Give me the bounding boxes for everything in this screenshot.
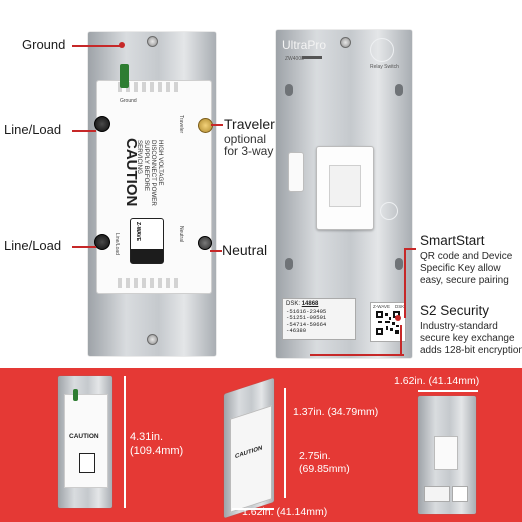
dsk-label: DSK: 14868 -51616-23405 -51251-09591 -54… [282, 298, 356, 340]
rear-bottom-right-slot [395, 258, 403, 270]
dim-ground-wire [73, 389, 78, 401]
depth-dimension: 1.37in. (34.79mm) [293, 406, 379, 418]
ground-leader-dot [119, 42, 125, 48]
relay-switch-text: Relay Switch [370, 64, 399, 70]
neutral-terminal [198, 236, 212, 250]
dsk-key-line: -46380 [286, 327, 307, 335]
side-width-dimension-line [232, 508, 274, 510]
line-load-bottom-leader [72, 246, 96, 248]
front-bottom-mount-screw [147, 334, 158, 345]
line-load-top-leader [72, 130, 96, 132]
smartstart-leader-vertical [404, 248, 406, 318]
dsk-key-line: -51616-23405 [286, 308, 327, 315]
model-number: ZW4008 [285, 56, 304, 62]
plus-logo-word: PLUS [149, 223, 155, 240]
zwave-plus-bar [131, 249, 163, 263]
front-top-mount-screw [147, 36, 158, 47]
dsk-prefix: DSK: [286, 301, 301, 307]
smartstart-leader-horizontal [404, 248, 416, 250]
front-line-load-text: Line/Load [114, 233, 120, 255]
dim-front-housing: CAUTION [64, 389, 108, 488]
rear-top-screw [340, 37, 351, 48]
rear-top-right-slot [395, 84, 403, 96]
ul-listed-icon [370, 38, 394, 62]
label-traveler: Traveler [224, 116, 275, 132]
rear-width-dimension-line [418, 390, 478, 392]
width-front-dimension: 1.62in. (41.14mm) [242, 506, 328, 518]
s2-leader-vertical [400, 325, 402, 355]
dim-side-caution: CAUTION [235, 445, 263, 461]
s2-desc-line: adds 128-bit encryption [420, 345, 522, 356]
zwave-logo-word: Z-WAVE [135, 222, 141, 242]
s2-leader-horizontal [310, 354, 404, 356]
line-load-terminal-bottom [94, 234, 110, 250]
dim-rear-paddle [434, 436, 458, 470]
ul-recognized-icon [380, 202, 398, 220]
warning-line: HIGH VOLTAGE [157, 140, 164, 186]
paddle-rocker [316, 146, 374, 230]
smartstart-title: SmartStart [420, 233, 485, 248]
neutral-leader [210, 250, 222, 252]
dim-rear-dsk-label [424, 486, 450, 502]
zwave-tag: Z-WAVE [373, 304, 390, 309]
front-traveler-text: Traveler [178, 115, 184, 134]
front-neutral-text: Neutral [178, 226, 184, 243]
air-gap-switch [288, 152, 304, 192]
dsk-key-line: -51251-09591 [286, 314, 327, 322]
traveler-leader [211, 124, 223, 126]
dsk-first-group: 14868 [301, 301, 319, 307]
front-top-vents [118, 82, 182, 92]
smartstart-description: QR code and Device Specific Key allow ea… [420, 251, 512, 287]
depth-dimension-line [284, 388, 286, 498]
warning-line: DISCONNECT POWER [150, 140, 157, 206]
s2-security-description: Industry-standard secure key exchange ad… [420, 321, 522, 357]
label-line-load-bottom: Line/Load [4, 238, 62, 253]
body-height-dimension: 2.75in. (69.85mm) [299, 450, 350, 475]
dsk-key-lines: -51616-23405 -51251-09591 -54714-59664 -… [286, 308, 327, 335]
width-rear-dimension: 1.62in. (41.14mm) [394, 375, 480, 387]
dsk-tag: DSK [395, 304, 405, 309]
traveler-terminal [198, 118, 213, 133]
line-load-terminal-top [94, 116, 110, 132]
front-bottom-vents [118, 278, 182, 288]
dimensions-banner: CAUTION 4.31in. (109.4mm) CAUTION 1.37in… [0, 368, 522, 522]
label-line-load-top: Line/Load [4, 122, 62, 137]
s2-desc-line: Industry-standard [420, 321, 498, 332]
ground-leader [72, 45, 120, 47]
height-dimension-line [124, 376, 126, 508]
ground-wire [120, 64, 129, 88]
led-strip [302, 56, 322, 59]
caution-warning-text: HIGH VOLTAGE DISCONNECT POWER SUPPLY BEF… [136, 140, 164, 206]
front-ground-text: Ground [120, 98, 137, 104]
warning-line: SERVICING [136, 140, 143, 174]
rear-top-left-slot [285, 84, 293, 96]
s2-desc-line: secure key exchange [420, 333, 515, 344]
dsk-first-line: DSK: 14868 [286, 301, 318, 307]
dim-zwave-logo [79, 453, 95, 473]
dim-front-caution: CAUTION [69, 433, 99, 440]
s2-security-title: S2 Security [420, 303, 490, 318]
brand-ultrapro: UltraPro [282, 38, 327, 52]
label-neutral: Neutral [222, 242, 268, 258]
warning-line: SUPPLY BEFORE [143, 140, 150, 192]
paddle-rocker-face [329, 165, 361, 207]
smartstart-desc-line: Specific Key allow [420, 263, 501, 274]
label-traveler-optional: optional for 3-way [224, 132, 274, 158]
rear-bottom-left-slot [285, 258, 293, 270]
s2-leader-dot [395, 315, 401, 321]
height-dimension: 4.31in. (109.4mm) [130, 431, 184, 457]
dim-rear-qr-label [452, 486, 468, 502]
qr-code-icon [376, 311, 400, 335]
dim-side-housing: CAUTION [230, 405, 272, 513]
label-ground: Ground [22, 37, 66, 52]
smartstart-desc-line: QR code and Device [420, 251, 513, 262]
dsk-key-line: -54714-59664 [286, 320, 327, 328]
zwave-plus-logo: Z-WAVE PLUS [130, 218, 164, 264]
smartstart-desc-line: easy, secure pairing [420, 275, 509, 286]
